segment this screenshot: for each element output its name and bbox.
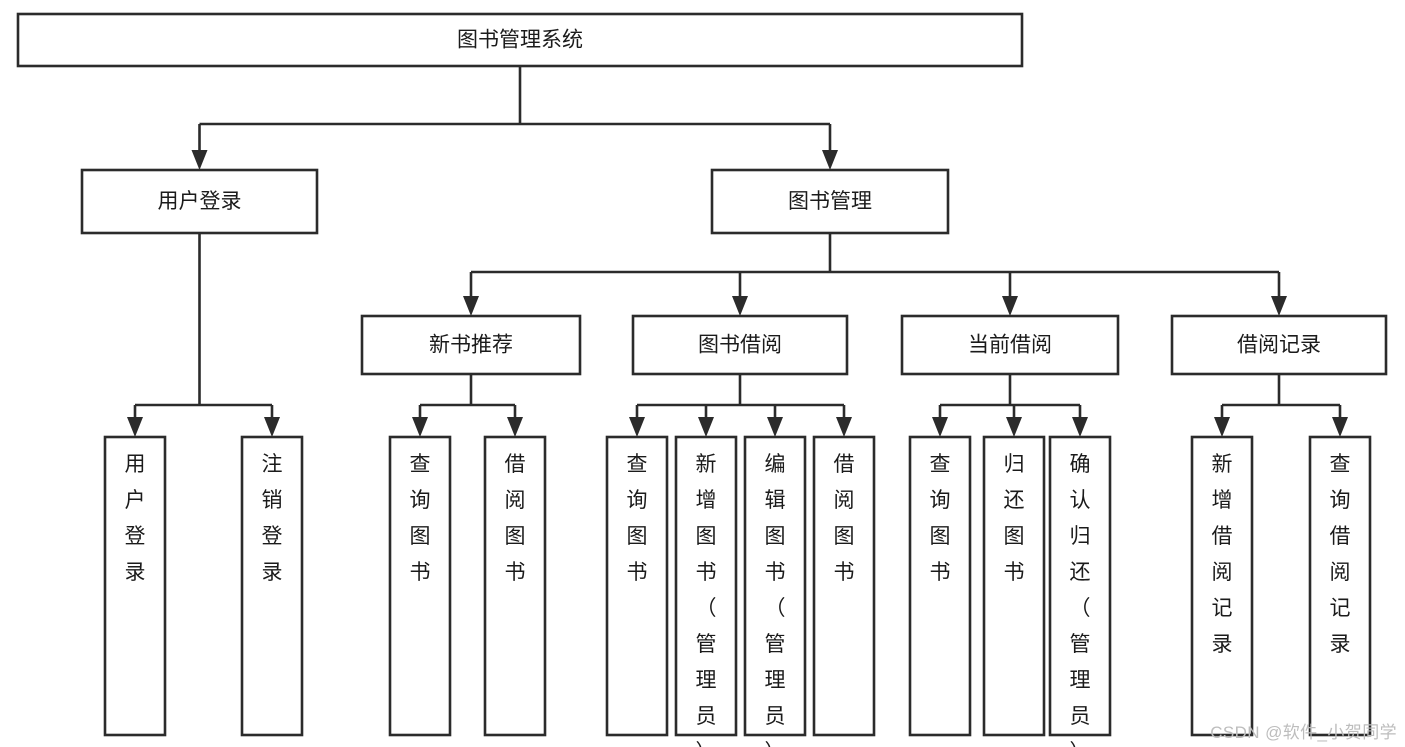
node-label: 借阅图书 (834, 453, 855, 584)
node-label: 新书推荐 (429, 334, 513, 357)
node-box (1170, 314, 1388, 376)
node-box (908, 435, 972, 737)
node-leaf-add-book[interactable]: 新增图书（管理员） (674, 435, 738, 747)
node-label: 查询图书 (410, 453, 431, 584)
node-box (743, 435, 807, 737)
node-current-borrow[interactable]: 当前借阅 (900, 314, 1120, 376)
arrow-head-icon (463, 296, 479, 316)
arrow-head-icon (732, 296, 748, 316)
node-leaf-return-book[interactable]: 归还图书 (982, 435, 1046, 737)
node-leaf-query-book-1[interactable]: 查询图书 (388, 435, 452, 737)
node-box (103, 435, 167, 737)
node-box (1190, 435, 1254, 737)
node-label: 用户登录 (125, 453, 146, 584)
node-label: 确认归还（管理员） (1070, 453, 1091, 747)
arrow-head-icon (1072, 417, 1088, 437)
arrow-head-icon (1271, 296, 1287, 316)
arrow-head-icon (822, 150, 838, 170)
node-box (982, 435, 1046, 737)
node-box (483, 435, 547, 737)
node-box (900, 314, 1120, 376)
node-label: 新增图书（管理员） (696, 453, 717, 747)
arrow-head-icon (127, 417, 143, 437)
node-box (240, 435, 304, 737)
node-borrow-record[interactable]: 借阅记录 (1170, 314, 1388, 376)
arrow-head-icon (1006, 417, 1022, 437)
node-label: 归还图书 (1004, 453, 1025, 584)
connector-layer (127, 66, 1348, 437)
node-new-book-rec[interactable]: 新书推荐 (360, 314, 582, 376)
node-label: 当前借阅 (968, 334, 1052, 357)
node-user-login[interactable]: 用户登录 (80, 168, 319, 235)
node-box (388, 435, 452, 737)
arrow-head-icon (932, 417, 948, 437)
node-book-manage[interactable]: 图书管理 (710, 168, 950, 235)
node-leaf-user-logout[interactable]: 注销登录 (240, 435, 304, 737)
node-label: 编辑图书（管理员） (765, 453, 786, 747)
arrow-head-icon (507, 417, 523, 437)
node-box (16, 12, 1024, 68)
arrow-head-icon (1002, 296, 1018, 316)
arrow-head-icon (412, 417, 428, 437)
node-leaf-confirm-return[interactable]: 确认归还（管理员） (1048, 435, 1112, 747)
node-root-system[interactable]: 图书管理系统 (16, 12, 1024, 68)
node-label: 查询借阅记录 (1330, 453, 1351, 656)
arrow-head-icon (191, 150, 208, 170)
node-leaf-query-book-3[interactable]: 查询图书 (908, 435, 972, 737)
node-book-borrow[interactable]: 图书借阅 (631, 314, 849, 376)
node-label: 用户登录 (158, 190, 242, 213)
node-leaf-edit-book[interactable]: 编辑图书（管理员） (743, 435, 807, 747)
node-label: 借阅记录 (1237, 334, 1321, 357)
arrow-head-icon (1214, 417, 1230, 437)
node-leaf-add-record[interactable]: 新增借阅记录 (1190, 435, 1254, 737)
node-box (631, 314, 849, 376)
node-leaf-query-book-2[interactable]: 查询图书 (605, 435, 669, 737)
arrow-head-icon (767, 417, 783, 437)
node-label: 借阅图书 (505, 453, 526, 584)
arrow-head-icon (836, 417, 852, 437)
node-label: 查询图书 (930, 453, 951, 584)
arrow-head-icon (629, 417, 645, 437)
arrow-head-icon (264, 417, 280, 437)
node-box (360, 314, 582, 376)
node-box (674, 435, 738, 737)
node-leaf-borrow-book-1[interactable]: 借阅图书 (483, 435, 547, 737)
node-box (1048, 435, 1112, 737)
node-leaf-user-login[interactable]: 用户登录 (103, 435, 167, 737)
node-box (80, 168, 319, 235)
node-box (605, 435, 669, 737)
node-box (710, 168, 950, 235)
node-label: 注销登录 (262, 453, 283, 584)
node-leaf-borrow-book-2[interactable]: 借阅图书 (812, 435, 876, 737)
node-label: 图书管理 (788, 190, 872, 213)
node-box (1308, 435, 1372, 737)
arrow-head-icon (1332, 417, 1348, 437)
node-label: 新增借阅记录 (1212, 453, 1233, 656)
node-box (812, 435, 876, 737)
node-leaf-query-record[interactable]: 查询借阅记录 (1308, 435, 1372, 737)
node-label: 图书借阅 (698, 334, 782, 357)
arrow-head-icon (698, 417, 714, 437)
node-label: 图书管理系统 (457, 29, 583, 52)
node-label: 查询图书 (627, 453, 648, 584)
